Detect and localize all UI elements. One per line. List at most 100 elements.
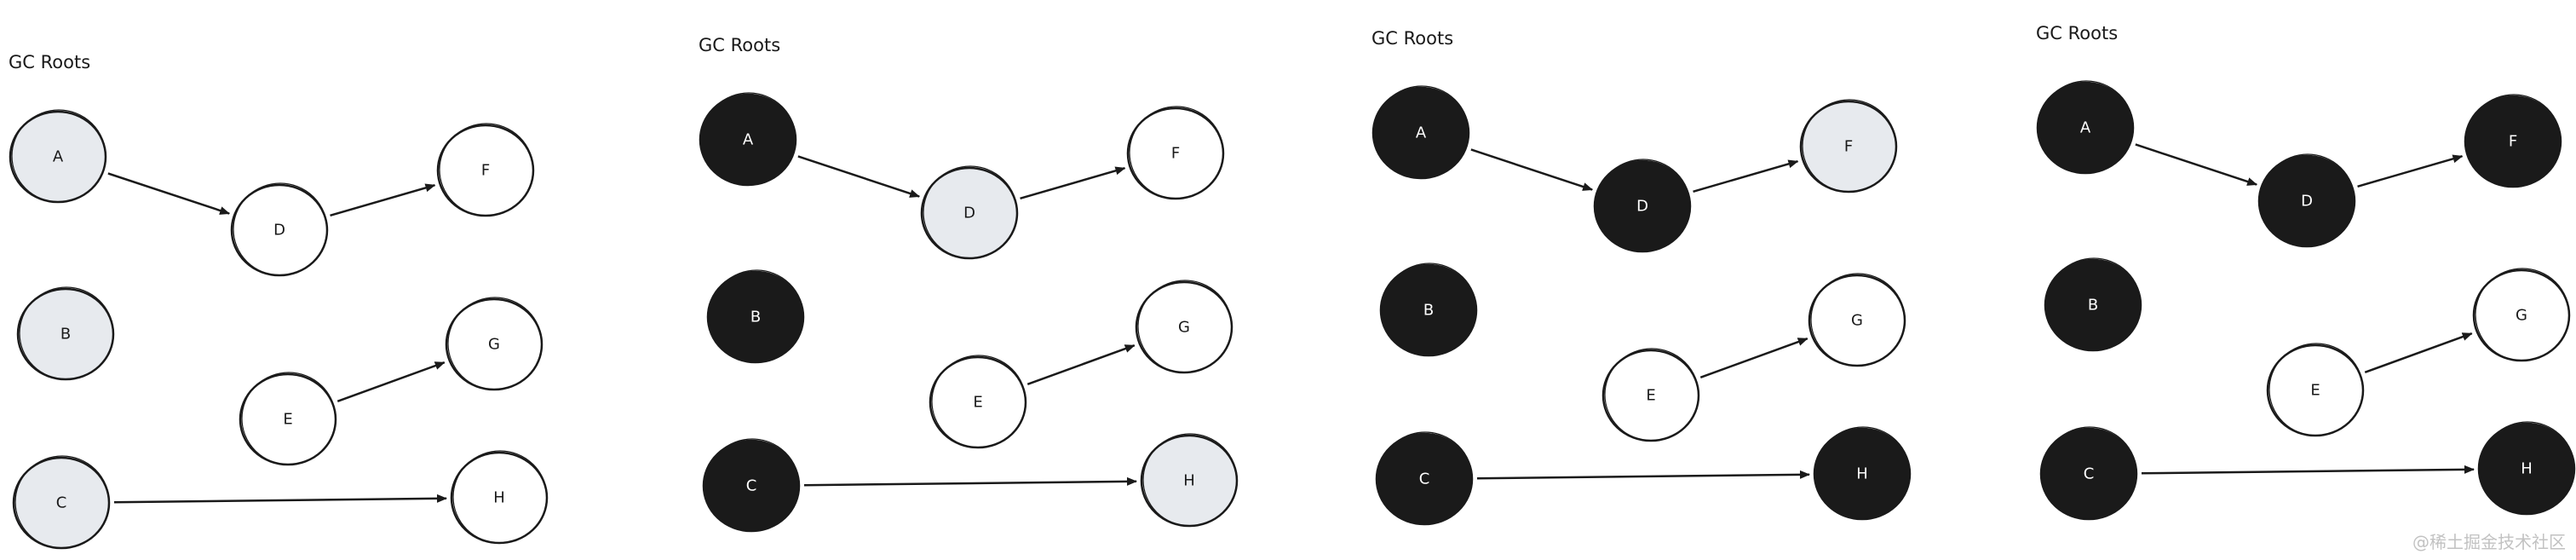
node-label: A [2080,119,2091,137]
node-label: A [743,131,754,149]
node-e: E [239,372,337,466]
node-g: G [1135,280,1233,374]
node-a: A [9,109,107,204]
node-c: C [2039,426,2138,521]
node-label: G [1178,319,1190,337]
node-label: F [1171,145,1180,163]
node-h: H [2477,421,2576,516]
node-outline [2480,421,2575,515]
node-f: F [436,123,535,217]
edge-a-d [107,172,231,215]
node-b: B [2044,257,2142,352]
edge-d-f [2357,154,2464,188]
edge-c-h [803,476,1138,487]
node-outline [452,450,548,544]
edge-d-f [330,183,436,216]
node-outline [11,109,106,203]
panel-title: GC Roots [1371,28,1453,49]
node-c: C [1375,431,1474,526]
node-b: B [16,286,115,381]
panel-title: GC Roots [9,52,90,72]
edge-a-d [797,155,921,198]
node-label: G [488,336,500,354]
edge-c-h [1476,470,1811,480]
node-outline [447,297,543,390]
node-outline [2466,94,2562,188]
node-label: B [750,309,761,326]
node-outline [19,286,114,380]
node-b: B [1379,263,1478,357]
node-e: E [1601,348,1700,442]
edge-e-g [1026,344,1136,385]
node-outline [701,92,796,186]
node-label: D [2301,193,2313,211]
node-f: F [2464,94,2562,188]
node-outline [1377,431,1473,525]
node-g: G [1808,273,1906,367]
node-outline [439,123,534,216]
node-h: H [1140,433,1239,528]
node-label: D [1636,198,1648,216]
node-d: D [2257,153,2356,248]
node-e: E [2266,343,2365,437]
node-c: C [12,455,111,550]
node-a: A [2036,80,2135,175]
node-a: A [699,92,797,187]
node-outline [1142,433,1238,527]
edge-c-h [2141,465,2475,475]
node-outline [1382,263,1477,356]
node-label: D [963,205,975,222]
node-d: D [1593,159,1692,253]
node-label: F [1844,138,1853,156]
node-e: E [929,355,1027,449]
edge-a-d [1470,148,1594,191]
node-h: H [450,450,549,545]
node-outline [709,269,804,363]
node-label: A [53,148,64,166]
node-label: A [1416,124,1427,142]
panel-title: GC Roots [2036,23,2118,43]
node-outline [1129,106,1224,199]
node-label: E [1646,387,1655,405]
node-outline [2046,257,2142,351]
node-outline [1374,85,1469,179]
node-label: C [56,494,67,512]
node-outline [2260,153,2355,247]
panel-title: GC Roots [699,35,780,55]
node-d: D [230,182,329,277]
node-b: B [706,269,805,364]
node-label: G [1851,312,1863,330]
node-label: C [1419,471,1430,488]
node-label: H [1183,472,1195,490]
node-outline [923,165,1018,259]
node-g: G [2472,268,2571,362]
node-outline [1604,348,1699,442]
node-label: B [1423,302,1434,320]
edge-e-g [1699,338,1808,378]
node-label: E [2310,382,2320,400]
node-f: F [1126,106,1225,200]
node-outline [233,182,328,276]
node-label: E [283,411,292,429]
node-c: C [702,438,801,533]
node-label: E [973,394,982,412]
node-f: F [1799,99,1898,193]
edge-a-d [2135,143,2258,186]
node-label: C [2084,465,2095,483]
node-label: D [273,222,285,240]
node-outline [241,372,336,465]
node-d: D [920,165,1019,260]
edge-c-h [113,494,448,504]
watermark: @稀土掘金技术社区 [2412,532,2566,552]
node-label: H [2521,460,2533,478]
edge-d-f [1693,159,1799,193]
node-outline [2268,343,2364,436]
node-label: B [60,326,71,344]
node-label: H [493,489,505,507]
node-outline [1810,273,1906,367]
edge-e-g [336,361,446,402]
